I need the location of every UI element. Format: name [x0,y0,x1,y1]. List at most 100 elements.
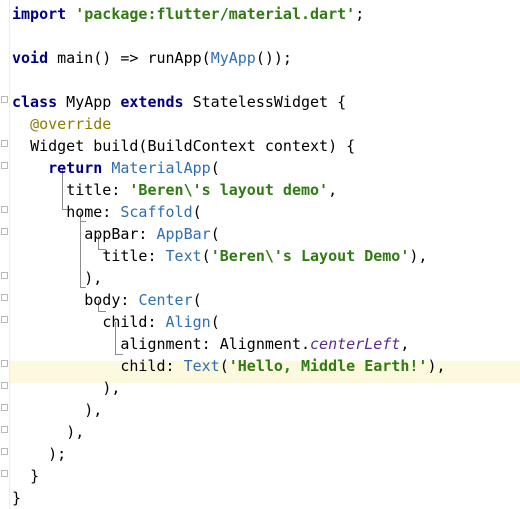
class-name: MyApp [57,93,121,111]
keyword-import: import [12,5,67,23]
code-line-close-align[interactable]: ), [12,377,120,399]
fold-marker-icon[interactable] [1,382,8,389]
close-comma: ), [409,247,428,265]
code-line-build[interactable]: Widget build(BuildContext context) { [12,135,355,157]
param-title-label: title: [102,247,166,265]
code-line-home[interactable]: home: Scaffold( [12,201,202,223]
close-paren-semicolon: ); [48,445,67,463]
code-line-override[interactable]: @override [12,113,111,135]
close-brace: } [30,467,40,485]
editor-gutter [0,0,10,509]
keyword-void: void [12,49,49,67]
param-appbar-label: appBar: [84,225,157,243]
open-paren: ( [219,357,229,375]
open-paren: ( [192,291,202,309]
open-paren: ( [210,225,220,243]
string-title: 'Beren\'s layout demo' [129,181,329,199]
fold-marker-icon[interactable] [1,360,8,367]
indent-guide [98,300,99,312]
main-signature: main() => runApp( [48,49,211,67]
param-alignment-label: alignment: Alignment. [120,335,311,353]
keyword-return: return [48,159,103,177]
comma: , [328,181,338,199]
code-line-class[interactable]: class MyApp extends StatelessWidget { [12,91,346,113]
fold-marker-icon[interactable] [1,272,8,279]
code-line-alignment[interactable]: alignment: Alignment.centerLeft, [12,333,409,355]
indent-guide [98,234,99,250]
semicolon: ; [355,5,365,23]
fold-marker-icon[interactable] [1,294,8,301]
code-line-close-scaffold[interactable]: ), [12,421,84,443]
code-line-close-appbar[interactable]: ), [12,267,102,289]
indent-guide [80,221,86,222]
string-import-path: 'package:flutter/material.dart' [75,5,356,23]
class-ref-text: Text [183,357,220,375]
close-comma: ), [84,401,103,419]
indent-guide [80,287,86,288]
code-line-close-build[interactable]: } [12,465,39,487]
code-line-close-center[interactable]: ), [12,399,102,421]
param-child-label: child: [102,313,166,331]
fold-marker-icon[interactable] [1,140,8,147]
class-ref-center: Center [138,291,193,309]
superclass-name: StatelessWidget { [183,93,347,111]
fold-marker-icon[interactable] [1,228,8,235]
indent-guide [115,322,116,355]
code-line-child-text[interactable]: child: Text('Hello, Middle Earth!'), [12,355,446,377]
fold-marker-icon[interactable] [1,426,8,433]
close-brace: } [12,489,22,507]
open-paren: ( [210,159,220,177]
class-ref-myapp: MyApp [210,49,256,67]
code-line-return[interactable]: return MaterialApp( [12,157,220,179]
open-paren: ( [210,313,220,331]
code-line-body[interactable]: body: Center( [12,289,202,311]
build-signature: Widget build(BuildContext context) { [30,137,356,155]
fold-marker-icon[interactable] [1,404,8,411]
comma: , [400,335,410,353]
fold-marker-icon[interactable] [1,470,8,477]
keyword-class: class [12,93,58,111]
fold-marker-icon[interactable] [1,448,8,455]
class-ref-appbar: AppBar [156,225,211,243]
close-comma: ), [427,357,446,375]
close-comma: ), [102,379,121,397]
class-ref-align: Align [165,313,211,331]
string-hello: 'Hello, Middle Earth!' [228,357,428,375]
class-ref-scaffold: Scaffold [120,203,193,221]
code-line-appbar[interactable]: appBar: AppBar( [12,223,220,245]
fold-marker-icon[interactable] [1,206,8,213]
code-line-appbar-title[interactable]: title: Text('Beren\'s Layout Demo'), [12,245,427,267]
indent-guide [62,168,63,210]
annotation-override: @override [30,115,112,133]
main-close: ()); [255,49,292,67]
code-line-import[interactable]: import 'package:flutter/material.dart'; [12,3,364,25]
indent-guide [98,249,106,250]
param-body-label: body: [84,291,139,309]
class-ref-text: Text [165,247,202,265]
code-line-close-class[interactable]: } [12,487,21,509]
fold-marker-icon[interactable] [1,162,8,169]
current-line-highlight [10,361,520,383]
indent-guide [98,311,106,312]
param-home-label: home: [66,203,121,221]
indent-guide [80,212,81,288]
open-paren: ( [201,247,211,265]
fold-marker-icon[interactable] [1,96,8,103]
close-comma: ), [84,269,103,287]
code-line-child[interactable]: child: Align( [12,311,220,333]
param-child-label: child: [120,357,184,375]
close-comma: ), [66,423,85,441]
string-appbar-title: 'Beren\'s Layout Demo' [210,247,410,265]
open-paren: ( [192,203,202,221]
code-line-title[interactable]: title: 'Beren\'s layout demo', [12,179,337,201]
class-ref-materialapp: MaterialApp [111,159,211,177]
code-line-close-materialapp[interactable]: ); [12,443,66,465]
param-title-label: title: [66,181,130,199]
keyword-extends: extends [120,93,184,111]
indent-guide [62,209,70,210]
code-line-main[interactable]: void main() => runApp(MyApp()); [12,47,292,69]
fold-marker-icon[interactable] [1,316,8,323]
constant-center-left: centerLeft [310,335,401,353]
indent-guide [115,354,123,355]
